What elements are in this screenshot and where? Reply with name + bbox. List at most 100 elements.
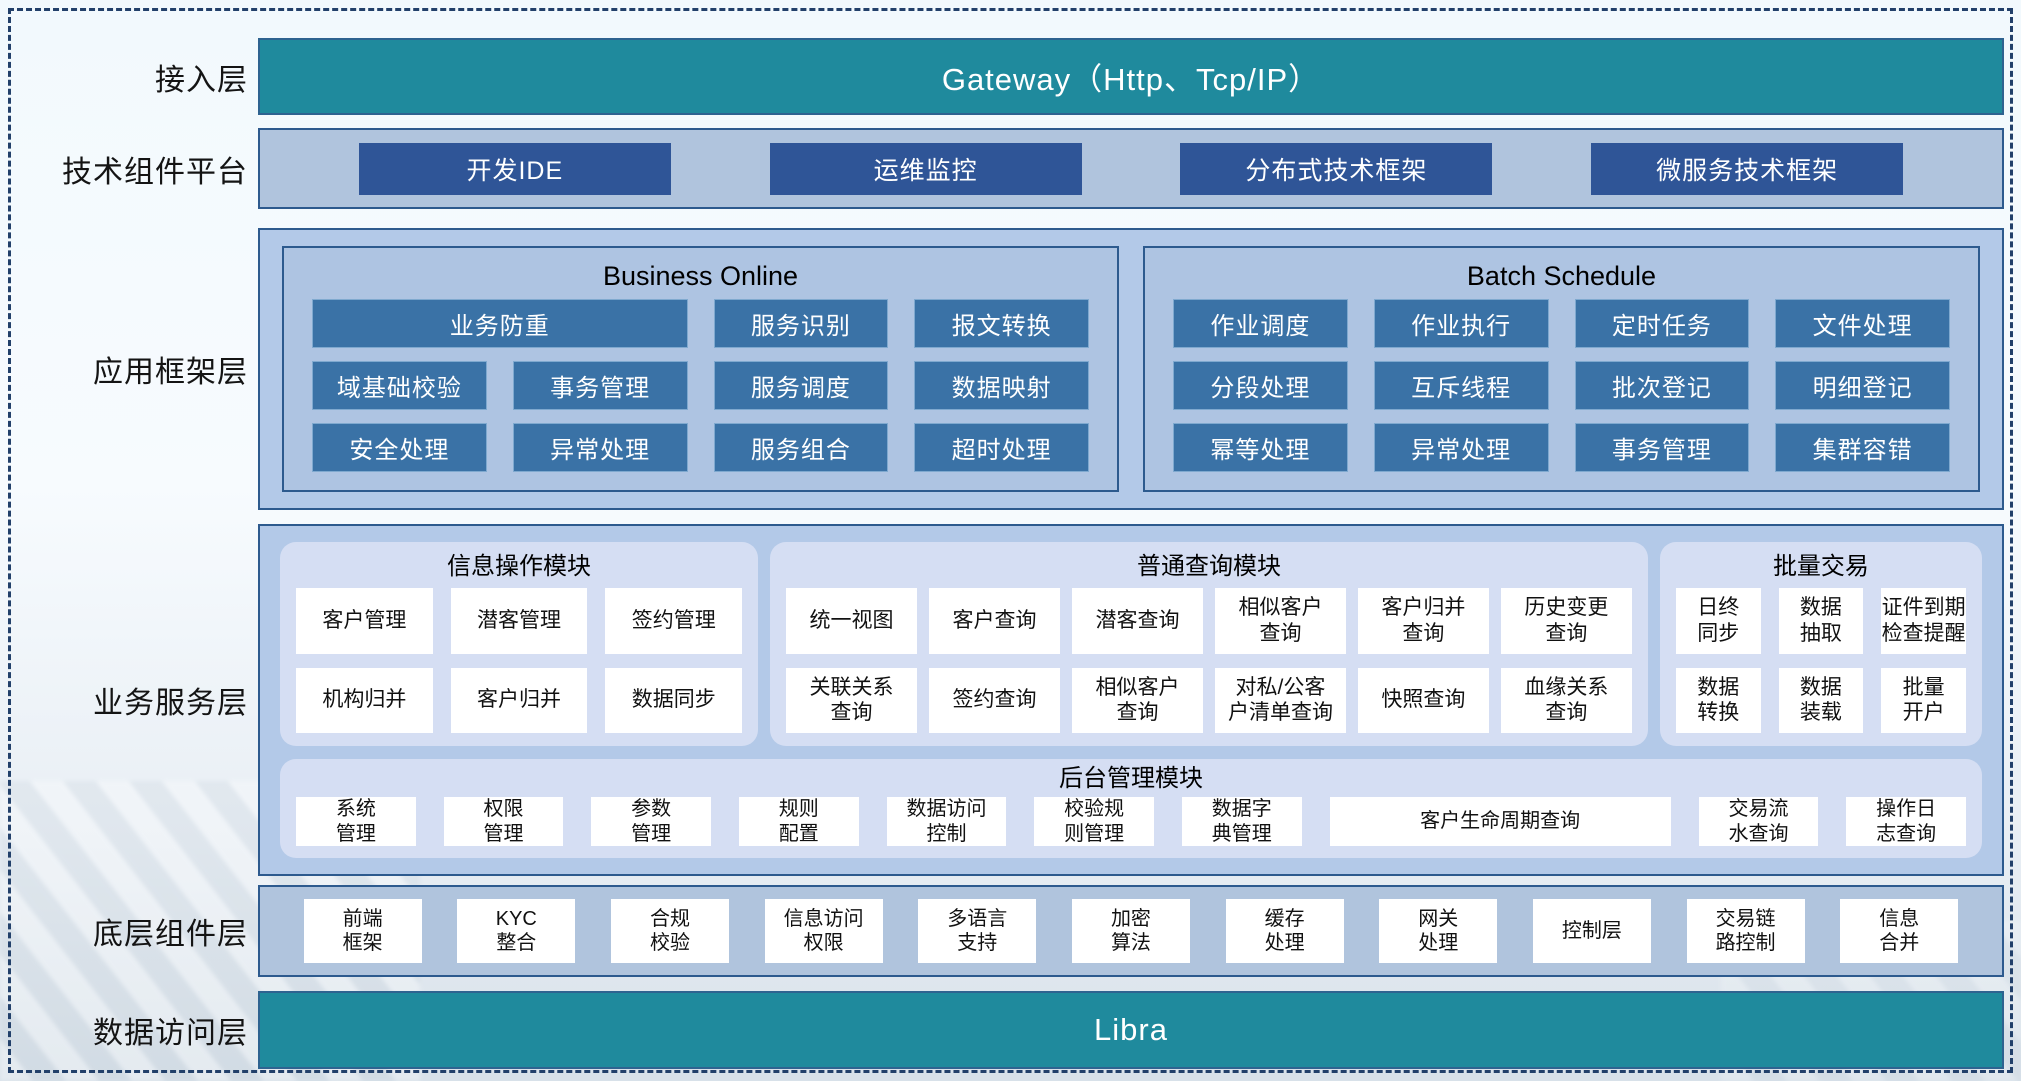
service-box: 数据同步 <box>605 667 743 733</box>
component-box: 合规 校验 <box>610 899 729 963</box>
service-box: 证件到期 检查提醒 <box>1881 588 1966 654</box>
tech-component-box: 运维监控 <box>769 142 1082 195</box>
business-online-title: Business Online <box>602 261 799 291</box>
framework-capability-box: 业务防重 <box>312 299 688 348</box>
service-box: 数据 装载 <box>1778 667 1864 733</box>
service-box: 潜客查询 <box>1072 588 1203 654</box>
layer-label-business-service: 业务服务层 <box>93 687 248 720</box>
framework-capability-box: 集群容错 <box>1775 423 1950 472</box>
service-box: 日终 同步 <box>1675 588 1761 654</box>
service-box: 客户生命周期查询 <box>1329 797 1671 846</box>
batch-trade-grid: 日终 同步数据 抽取证件到期 检查提醒数据 转换数据 装载批量 开户 <box>1675 588 1966 733</box>
service-box: 对私/公客 户清单查询 <box>1214 667 1346 733</box>
framework-capability-box: 异常处理 <box>512 423 688 472</box>
query-module: 普通查询模块 统一视图客户查询潜客查询相似客户 查询客户归并 查询历史变更 查询… <box>770 542 1648 746</box>
service-box: 客户查询 <box>929 588 1060 654</box>
service-box: 数据访问 控制 <box>886 797 1007 846</box>
app-framework-content: Business Online 业务防重服务识别报文转换域基础校验事务管理服务调… <box>258 228 2004 510</box>
batch-schedule-panel: Batch Schedule 作业调度作业执行定时任务文件处理分段处理互斥线程批… <box>1143 246 1980 492</box>
layer-label-bottom-components: 底层组件层 <box>93 918 248 951</box>
framework-capability-box: 服务识别 <box>713 299 889 348</box>
framework-capability-box: 域基础校验 <box>312 361 487 410</box>
framework-capability-box: 作业执行 <box>1373 299 1549 348</box>
service-box: 血缘关系 查询 <box>1500 667 1632 733</box>
service-box: 统一视图 <box>786 588 918 654</box>
framework-capability-box: 明细登记 <box>1775 361 1950 410</box>
framework-capability-box: 定时任务 <box>1574 299 1750 348</box>
component-box: 前端 框架 <box>303 899 422 963</box>
framework-capability-box: 事务管理 <box>512 361 688 410</box>
tech-component-box: 微服务技术框架 <box>1591 142 1904 195</box>
framework-capability-box: 互斥线程 <box>1373 361 1549 410</box>
service-box: 参数 管理 <box>591 797 711 846</box>
batch-trade-module: 批量交易 日终 同步数据 抽取证件到期 检查提醒数据 转换数据 装载批量 开户 <box>1659 542 1982 746</box>
admin-module: 后台管理模块 系统 管理权限 管理参数 管理规则 配置数据访问 控制校验规 则管… <box>280 759 1982 858</box>
framework-capability-box: 数据映射 <box>914 361 1089 410</box>
service-box: 相似客户 查询 <box>1072 667 1203 733</box>
layer-label-access: 接入层 <box>155 63 248 97</box>
framework-capability-box: 事务管理 <box>1574 423 1750 472</box>
framework-capability-box: 超时处理 <box>914 423 1089 472</box>
framework-capability-box: 异常处理 <box>1373 423 1549 472</box>
business-service-row: 业务服务层 信息操作模块 客户管理潜客管理签约管理机构归并客户归并数据同步 普通… <box>0 524 2021 876</box>
gateway-band: Gateway（Http、Tcp/IP） <box>258 38 2004 115</box>
admin-grid: 系统 管理权限 管理参数 管理规则 配置数据访问 控制校验规 则管理数据字 典管… <box>296 797 1966 846</box>
service-box: 系统 管理 <box>296 797 416 846</box>
service-box: 批量 开户 <box>1881 667 1966 733</box>
framework-capability-box: 幂等处理 <box>1173 423 1348 472</box>
tech-component-box: 分布式技术框架 <box>1180 142 1493 195</box>
service-box: 潜客管理 <box>450 588 588 654</box>
access-layer-row: 接入层 Gateway（Http、Tcp/IP） <box>0 38 2021 115</box>
component-box: 交易链 路控制 <box>1686 899 1805 963</box>
info-operation-grid: 客户管理潜客管理签约管理机构归并客户归并数据同步 <box>296 588 743 733</box>
service-box: 客户管理 <box>296 588 433 654</box>
layer-label-tech-platform: 技术组件平台 <box>62 155 248 189</box>
layer-label-data-access: 数据访问层 <box>93 1017 248 1050</box>
batch-schedule-title: Batch Schedule <box>1466 261 1657 291</box>
business-online-panel: Business Online 业务防重服务识别报文转换域基础校验事务管理服务调… <box>282 246 1119 492</box>
framework-capability-box: 服务调度 <box>713 361 889 410</box>
service-box: 机构归并 <box>296 667 433 733</box>
access-layer-content: Gateway（Http、Tcp/IP） <box>258 38 2004 115</box>
component-box: 控制层 <box>1532 899 1651 963</box>
framework-capability-box: 批次登记 <box>1574 361 1750 410</box>
service-box: 数据字 典管理 <box>1181 797 1302 846</box>
component-box: 缓存 处理 <box>1225 899 1344 963</box>
component-box: 加密 算法 <box>1071 899 1190 963</box>
service-box: 校验规 则管理 <box>1034 797 1154 846</box>
service-box: 客户归并 <box>450 667 588 733</box>
service-box: 操作日 志查询 <box>1846 797 1966 846</box>
service-box: 数据 转换 <box>1675 667 1761 733</box>
app-framework-panel: Business Online 业务防重服务识别报文转换域基础校验事务管理服务调… <box>258 228 2004 510</box>
query-grid: 统一视图客户查询潜客查询相似客户 查询客户归并 查询历史变更 查询关联关系 查询… <box>786 588 1632 733</box>
service-box: 快照查询 <box>1357 667 1489 733</box>
service-box: 数据 抽取 <box>1778 588 1864 654</box>
service-box: 签约管理 <box>605 588 743 654</box>
component-box: KYC 整合 <box>457 899 576 963</box>
business-service-content: 信息操作模块 客户管理潜客管理签约管理机构归并客户归并数据同步 普通查询模块 统… <box>258 524 2004 876</box>
tech-platform-content: 开发IDE 运维监控 分布式技术框架 微服务技术框架 <box>258 128 2004 209</box>
data-access-content: Libra <box>258 991 2004 1069</box>
business-online-grid: 业务防重服务识别报文转换域基础校验事务管理服务调度数据映射安全处理异常处理服务组… <box>312 299 1089 472</box>
framework-capability-box: 安全处理 <box>312 423 487 472</box>
layer-label-app-framework: 应用框架层 <box>93 356 248 389</box>
service-box: 历史变更 查询 <box>1500 588 1632 654</box>
data-access-row: 数据访问层 Libra <box>0 991 2021 1069</box>
admin-module-title: 后台管理模块 <box>1059 765 1203 792</box>
tech-component-box: 开发IDE <box>358 142 671 195</box>
service-box: 规则 配置 <box>738 797 859 846</box>
framework-capability-box: 作业调度 <box>1173 299 1348 348</box>
service-box: 交易流 水查询 <box>1698 797 1819 846</box>
framework-capability-box: 分段处理 <box>1173 361 1348 410</box>
component-box: 信息 合并 <box>1840 899 1959 963</box>
framework-capability-box: 服务组合 <box>713 423 889 472</box>
service-box: 客户归并 查询 <box>1357 588 1489 654</box>
framework-capability-box: 报文转换 <box>914 299 1089 348</box>
service-box: 签约查询 <box>929 667 1060 733</box>
service-box: 相似客户 查询 <box>1214 588 1346 654</box>
libra-band: Libra <box>258 991 2004 1069</box>
batch-trade-module-title: 批量交易 <box>1772 553 1869 580</box>
